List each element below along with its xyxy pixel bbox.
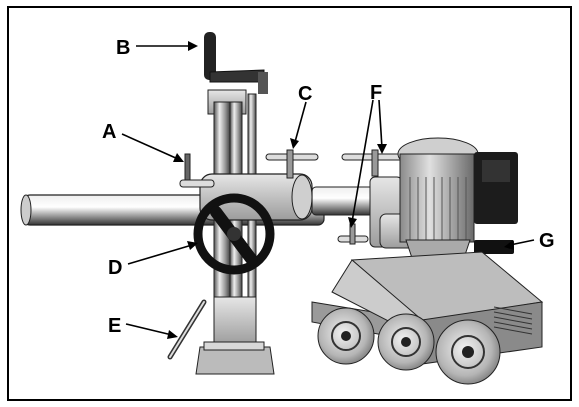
column-base-e <box>167 296 275 375</box>
callout-label-b: B <box>116 37 130 59</box>
lock-lever-a <box>179 153 215 188</box>
power-feeder-illustration: B A C F D E G <box>20 32 555 385</box>
vertical-column <box>207 89 257 375</box>
callout-arrows <box>121 41 535 339</box>
t-handles-f <box>337 149 405 245</box>
crank-handle <box>204 32 268 94</box>
motor <box>397 137 518 265</box>
callout-label-f: F <box>370 82 382 104</box>
callout-label-g: G <box>539 230 555 252</box>
callout-label-e: E <box>108 315 121 337</box>
callout-label-d: D <box>108 257 122 279</box>
t-handle-c <box>265 149 319 179</box>
figure-frame: B A C F D E G <box>7 6 572 401</box>
callout-label-a: A <box>102 121 116 143</box>
handwheel-d <box>193 193 275 275</box>
callout-label-c: C <box>298 83 312 105</box>
switch-g <box>474 240 514 254</box>
clamp-body <box>199 173 313 221</box>
feed-wheels <box>317 307 501 385</box>
